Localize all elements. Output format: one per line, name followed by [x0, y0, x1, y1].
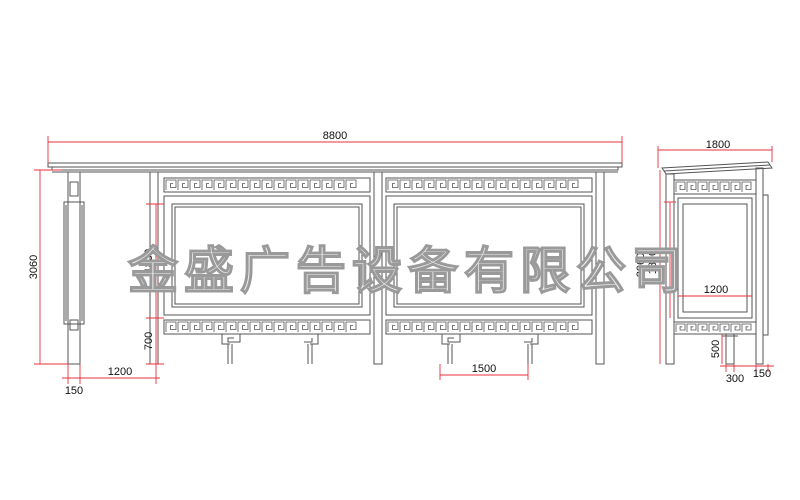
- dim-front-base-height: 700: [143, 332, 155, 350]
- front-bottom-fret-right: [385, 319, 593, 335]
- front-bottom-fret-pattern-left: [165, 321, 357, 332]
- dim-side-leg-width: 300: [726, 373, 744, 385]
- side-top-fret-pattern: [675, 181, 752, 192]
- dim-front-panel-height: 1800: [143, 249, 155, 273]
- front-elevation: [47, 162, 623, 365]
- company-watermark: 金盛广告设备有限公司: [128, 242, 688, 300]
- front-left-signbox: [63, 171, 85, 365]
- side-panel: [677, 197, 753, 319]
- front-roof: [47, 162, 623, 173]
- dim-front-end-offset: 1200: [108, 366, 132, 378]
- side-leg: [722, 333, 738, 365]
- front-top-fret-right: [385, 177, 593, 193]
- front-panel-right: [385, 195, 593, 316]
- front-top-fret-left: [163, 177, 371, 193]
- dim-side-overall-height: 3060: [635, 253, 647, 277]
- side-top-band: [673, 179, 757, 195]
- front-top-fret-pattern-right: [387, 179, 579, 190]
- side-posts: [665, 167, 769, 365]
- front-bottom-fret-left: [163, 319, 371, 335]
- front-top-fret-pattern-left: [165, 179, 357, 190]
- dim-front-leg-span: 1500: [472, 363, 496, 375]
- dim-side-leg-height: 500: [710, 340, 722, 358]
- dim-side-panel-width: 1200: [704, 284, 728, 296]
- dim-front-post-width: 150: [65, 385, 83, 397]
- dimension-labels: 8800 3060 1800 700 150 1200 1500 1800 30…: [28, 130, 771, 397]
- side-elevation: [661, 161, 773, 365]
- dim-side-panel-height: 1800: [647, 250, 659, 274]
- side-roof: [661, 161, 773, 175]
- front-panel-left: [163, 195, 371, 316]
- dim-side-post-width: 150: [753, 368, 771, 380]
- front-bottom-fret-pattern-right: [387, 321, 579, 332]
- dim-side-depth: 1800: [706, 139, 730, 151]
- dimension-lines: [34, 136, 774, 384]
- side-bottom-fret-pattern: [675, 323, 752, 332]
- front-legs: [221, 333, 539, 364]
- side-bottom-band: [673, 321, 757, 335]
- dim-overall-width: 8800: [323, 130, 347, 142]
- dim-front-overall-height: 3060: [28, 255, 40, 279]
